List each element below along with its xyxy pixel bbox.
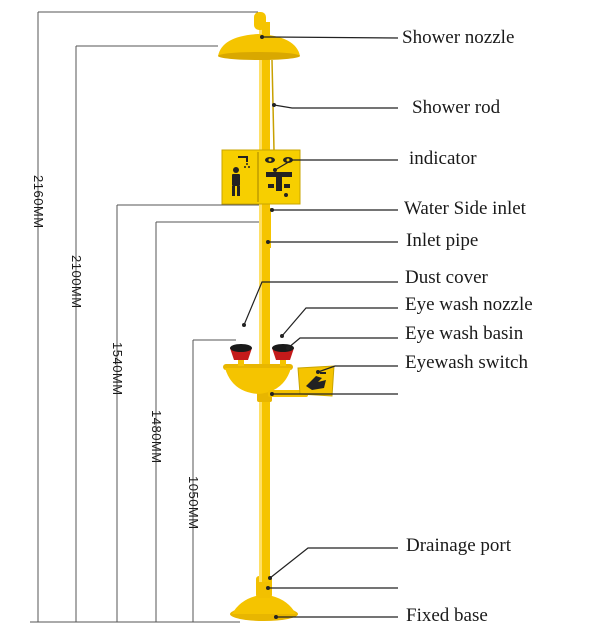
label-shower-rod: Shower rod (412, 97, 501, 118)
label-fixed-base: Fixed base (406, 605, 488, 626)
label-water-side-inlet: Water Side inlet (404, 198, 526, 219)
eye-wash-nozzles (230, 344, 294, 366)
label-eye-wash-basin: Eye wash basin (405, 323, 524, 344)
main-pole (259, 22, 270, 582)
dimension-1540: 1540MM (110, 342, 125, 396)
label-eyewash-switch: Eyewash switch (405, 352, 528, 373)
leader-dots (242, 35, 320, 619)
pole-highlight (259, 22, 262, 582)
shower-head-rim (218, 52, 300, 60)
dimension-1050: 1050MM (186, 476, 201, 530)
hand-push-icon (306, 372, 326, 390)
label-drainage-port: Drainage port (406, 535, 511, 556)
shower-person-icon (232, 156, 250, 196)
label-eye-wash-nozzle: Eye wash nozzle (405, 294, 533, 315)
dimension-1480: 1480MM (149, 410, 164, 464)
top-cap (254, 12, 266, 30)
label-dust-cover: Dust cover (405, 267, 488, 288)
shower-head (218, 34, 300, 56)
label-inlet-pipe: Inlet pipe (406, 230, 479, 251)
inlet-pipe-shape (266, 208, 271, 248)
label-indicator: indicator (409, 148, 477, 169)
dimension-2160: 2160MM (31, 175, 46, 229)
eye-wash-basin-shape (225, 368, 291, 394)
label-shower-nozzle: Shower nozzle (402, 27, 515, 48)
leader-lines (243, 36, 399, 618)
dimension-2100: 2100MM (69, 255, 84, 309)
dimension-lines (30, 11, 262, 623)
base-cone (232, 596, 296, 614)
